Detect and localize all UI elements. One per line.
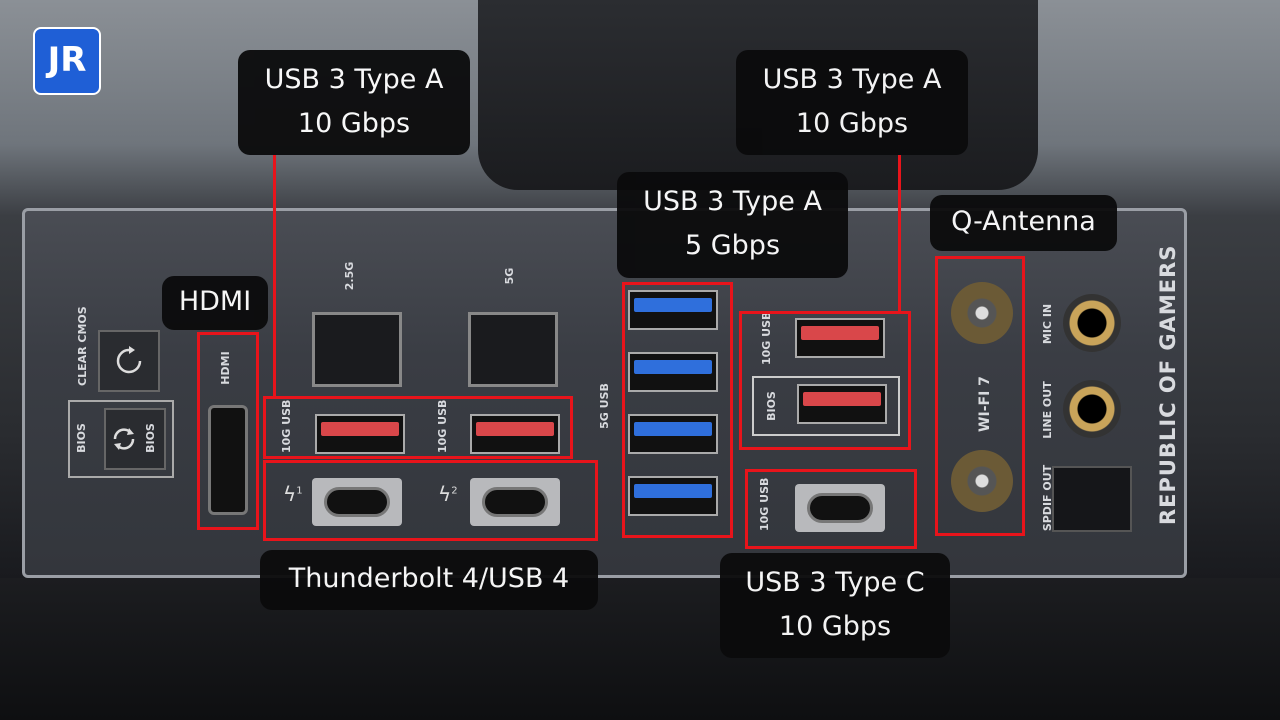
shelf [0,578,1280,720]
usb-a-port-blue [628,476,718,516]
callout-line [273,155,276,397]
callout-line-2: 10 Gbps [778,611,892,642]
tb2-number: 2 [451,485,458,497]
tb1-number: 1 [296,485,303,497]
highlight-usb-a-10g-right [739,311,911,450]
usb-a-port-red [315,414,405,454]
usb-a-port-blue [628,290,718,330]
callout-line-1: USB 3 Type A [762,64,942,95]
lan-port-5g [468,312,558,387]
line-out-text: LINE OUT [1041,381,1054,439]
callout-usb-a-5g: USB 3 Type A 5 Gbps [617,172,848,278]
usb-a-port-blue [628,352,718,392]
usb-5g-text: 5G USB [598,383,611,429]
thunderbolt-port-1 [312,478,402,526]
hdmi-port [208,405,248,515]
reset-icon [116,346,142,374]
clear-cmos-button[interactable] [98,330,160,392]
io-shield [22,208,1187,578]
thunderbolt-port-2 [470,478,560,526]
usb-c-port [795,484,885,532]
bios-usb-frame [752,376,900,436]
highlight-usb-a-5g [622,282,733,538]
callout-line-2: 10 Gbps [795,108,909,139]
channel-logo: JR [33,27,101,95]
rog-brand-text: REPUBLIC OF GAMERS [1156,244,1180,525]
bios-text: BIOS [75,423,88,453]
usb-a-bios-port [797,384,887,424]
bios-flashback-button[interactable] [104,408,166,470]
thunderbolt-icon: ϟ1 [283,482,303,506]
highlight-usb-c [745,469,917,549]
highlight-hdmi [197,332,259,530]
spdif-port [1052,466,1132,532]
callout-hdmi: HDMI [162,276,268,330]
antenna-connector [951,450,1013,512]
thunderbolt-icon: ϟ2 [438,482,458,506]
clear-cmos-text: CLEAR CMOS [76,306,89,386]
mic-in-jack [1063,294,1121,352]
callout-line-2: 10 Gbps [297,108,411,139]
callout-line-1: USB 3 Type A [643,186,822,217]
usb-a-port-blue [628,414,718,454]
line-out-jack [1063,380,1121,438]
highlight-usb-a-10g-left [263,396,573,459]
mic-in-text: MIC IN [1041,303,1054,345]
highlight-thunderbolt [263,460,598,541]
callout-usb-a-10g-left: USB 3 Type A 10 Gbps [238,50,470,155]
callout-line-1: USB 3 Type A [264,64,444,95]
callout-usb-a-10g-right: USB 3 Type A 10 Gbps [736,50,968,155]
callout-line [898,155,901,312]
callout-q-antenna: Q-Antenna [930,195,1117,251]
callout-thunderbolt: Thunderbolt 4/USB 4 [260,550,598,610]
lan-2.5g-text: 2.5G [343,261,356,291]
callout-usb-c: USB 3 Type C 10 Gbps [720,553,950,658]
callout-line-1: USB 3 Type C [745,567,925,598]
callout-line-2: 5 Gbps [684,230,781,261]
usb-a-port-red [470,414,560,454]
usb-a-port-red [795,318,885,358]
highlight-wifi [935,256,1025,536]
bios-flashback-frame [68,400,174,478]
refresh-icon [113,428,135,450]
antenna-connector [951,282,1013,344]
bios-button-text: BIOS [144,423,157,453]
lan-5g-text: 5G [503,267,516,285]
lan-port-2.5g [312,312,402,387]
